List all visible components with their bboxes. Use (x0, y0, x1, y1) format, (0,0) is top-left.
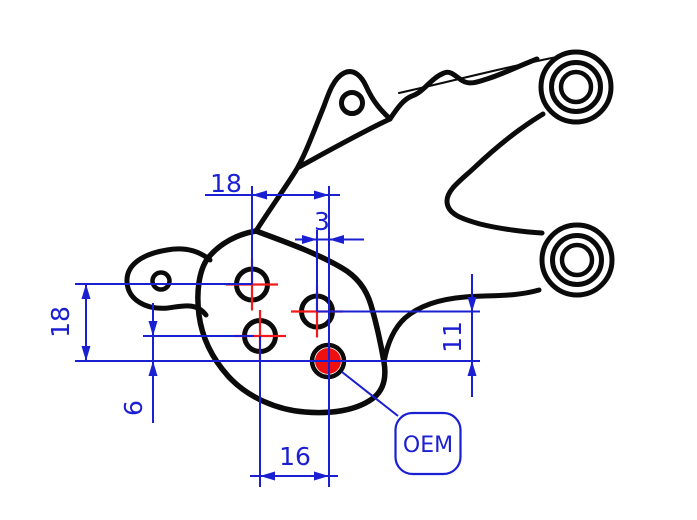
upper-ear-hole (339, 90, 365, 116)
oem-callout-box (394, 411, 462, 476)
dimension-arrowheads (81, 190, 477, 481)
arrow-16-left (260, 471, 275, 481)
dimension-label-18-left: 18 (46, 306, 75, 338)
arm-notch-outline (444, 111, 546, 236)
left-ear-outline (124, 246, 213, 318)
top-eyelet-hole (558, 69, 594, 105)
oem-callout-label: OEM (403, 433, 453, 458)
arrow-18-left-bottom (81, 346, 91, 361)
bottom-eyelet-middle (550, 233, 604, 287)
upper-bracket-outline (253, 56, 540, 234)
dimension-label-18-top: 18 (210, 169, 242, 198)
top-crease-line (398, 56, 558, 94)
arrow-16-right (314, 471, 329, 481)
bottom-eyelet-outer (539, 222, 615, 298)
arrow-18-top-left (252, 190, 267, 200)
bottom-eyelet-hole (559, 242, 595, 278)
mount-plate-outline (195, 228, 388, 416)
top-eyelet-outer (538, 49, 614, 125)
left-ear-hole (150, 270, 172, 292)
arrow-6-bottom (148, 361, 158, 376)
ear-flag-bottom-edge (296, 116, 393, 170)
arrow-11-top (467, 297, 477, 312)
arrow-11-bottom (467, 361, 477, 376)
bracket-outlines (124, 49, 615, 416)
dimension-label-6-left: 6 (119, 400, 148, 416)
arrow-6-top (148, 321, 158, 336)
arrow-3-right (329, 235, 344, 244)
oem-leader-line (341, 371, 399, 417)
arrow-18-top-right (314, 190, 329, 200)
top-eyelet-middle (549, 60, 603, 114)
dimension-labels: 18 3 18 6 11 16 (46, 169, 467, 471)
oem-callout: OEM (394, 411, 462, 476)
dimension-label-16-bottom: 16 (279, 442, 311, 471)
lower-arm-underside (381, 287, 542, 365)
dimension-label-3-top: 3 (314, 207, 330, 236)
arrow-18-left-top (81, 284, 91, 299)
dimension-label-11-right: 11 (438, 321, 467, 353)
arrow-3-left (302, 235, 317, 244)
